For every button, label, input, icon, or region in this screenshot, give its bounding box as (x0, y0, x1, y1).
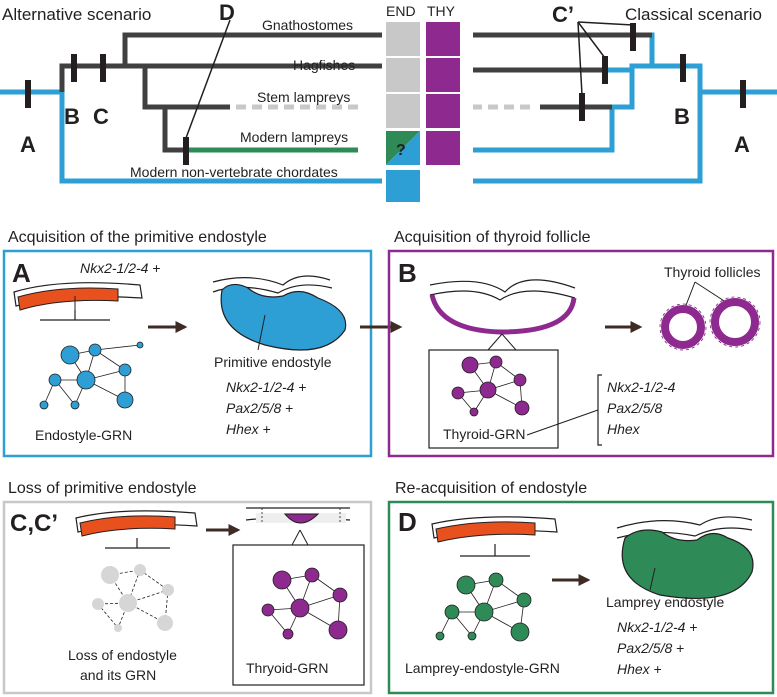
panel-b-gene-3: Hhex (607, 421, 641, 437)
right-tree (473, 32, 777, 184)
panel-c: Loss of primitive endostyle C,C’ Loss of… (2, 480, 373, 695)
marker-c-prime-label: C’ (552, 2, 574, 27)
marker-c-prime-1 (630, 23, 636, 51)
gene-bracket (597, 374, 602, 446)
panel-d-gene-3: Hhex + (617, 661, 662, 677)
column-end-header: END (386, 3, 416, 19)
endostyle-pointer (257, 314, 266, 351)
lamprey-grn-network (435, 572, 532, 642)
marker-c-left (100, 54, 106, 82)
panel-a-heading: Acquisition of the primitive endostyle (8, 229, 267, 246)
panel-a-gene-3: Hhex + (226, 421, 271, 437)
panel-d: Re-acquisition of endostyle D Lamprey-en… (387, 480, 775, 695)
panel-a: Acquisition of the primitive endostyle A… (2, 229, 373, 458)
lamprey-endostyle-label: Lamprey endostyle (606, 594, 725, 610)
marker-b-right (680, 54, 686, 82)
panel-b-frame (387, 249, 775, 458)
panel-d-gene-1: Nkx2-1/2-4 + (617, 619, 698, 635)
lamprey-endostyle (616, 516, 754, 600)
panel-a-gene-locus (13, 282, 143, 321)
phylogeny-section: Alternative scenario Classical scenario … (0, 0, 777, 202)
marker-a-right (740, 80, 746, 108)
taxon-non-vertebrate-chordates: Modern non-vertebrate chordates (130, 164, 338, 180)
marker-d-pointer (185, 19, 231, 139)
panel-c-heading: Loss of primitive endostyle (8, 480, 197, 497)
panel-c-letter: C,C’ (10, 510, 58, 537)
reduced-thyroid-tissue (245, 507, 351, 524)
loss-label-line-2: and its GRN (80, 667, 156, 683)
panel-b-heading: Acquisition of thyroid follicle (394, 229, 591, 246)
marker-b-right-label: B (674, 104, 690, 129)
column-thy-header: THY (427, 3, 456, 19)
panel-a-letter: A (12, 258, 31, 288)
marker-c-prime-2 (602, 56, 608, 84)
thyroid-gene-pointer (526, 409, 599, 436)
panel-d-gene-locus (431, 516, 558, 557)
panel-a-gene-label: Nkx2-1/2-4 + (80, 260, 161, 276)
right-scenario-title: Classical scenario (625, 5, 762, 24)
marker-b-left (71, 54, 77, 82)
thyroid-grn-label: Thyroid-GRN (443, 426, 525, 442)
panel-c-gene-locus (75, 510, 198, 549)
panel-b: Acquisition of thyroid follicle B Thyroi… (387, 229, 775, 458)
panel-c-thyroid-grn-network (261, 567, 348, 640)
thyroid-grn-network (451, 355, 530, 417)
taxon-gnathostomes: Gnathostomes (262, 17, 353, 33)
primitive-endostyle (212, 275, 347, 351)
taxon-modern-lampreys: Modern lampreys (240, 129, 348, 145)
panel-b-gene-2: Pax2/5/8 (607, 400, 662, 416)
primitive-endostyle-label: Primitive endostyle (214, 354, 332, 370)
thyroid-tissue (429, 279, 577, 335)
panel-d-gene-2: Pax2/5/8 + (617, 640, 684, 656)
loss-label-line-1: Loss of endostyle (68, 647, 177, 663)
panel-d-heading: Re-acquisition of endostyle (395, 480, 587, 497)
character-matrix (386, 22, 460, 202)
lost-grn-network (92, 564, 174, 632)
c-prime-pointers (577, 21, 634, 96)
panel-b-gene-1: Nkx2-1/2-4 (607, 379, 676, 395)
panel-c-grn-label: Thryoid-GRN (246, 660, 328, 676)
marker-d-label: D (219, 0, 235, 25)
marker-a-label: A (20, 132, 36, 157)
left-markers (25, 54, 189, 165)
uncertain-mark: ? (396, 142, 406, 159)
right-markers (579, 23, 746, 121)
thyroid-follicles-label: Thyroid follicles (664, 264, 760, 280)
marker-b-label: B (64, 104, 80, 129)
lamprey-grn-label: Lamprey-endostyle-GRN (405, 660, 560, 676)
panel-a-gene-1: Nkx2-1/2-4 + (226, 379, 307, 395)
marker-a-right-label: A (734, 132, 750, 157)
panel-c-frame (2, 500, 373, 695)
panel-a-gene-2: Pax2/5/8 + (226, 400, 293, 416)
thyroid-follicles (659, 296, 761, 351)
marker-c-label: C (93, 104, 109, 129)
panel-d-frame (387, 500, 775, 695)
taxon-stem-lampreys: Stem lampreys (257, 89, 350, 105)
left-tree (0, 32, 382, 184)
panel-d-letter: D (398, 507, 417, 537)
marker-d-left (183, 137, 189, 165)
marker-a-left (25, 80, 31, 108)
marker-c-prime-3 (579, 93, 585, 121)
panel-a-frame (2, 249, 373, 458)
endostyle-grn-network (39, 341, 144, 410)
panel-b-letter: B (398, 258, 417, 288)
endostyle-grn-label: Endostyle-GRN (35, 427, 132, 443)
taxon-hagfishes: Hagfishes (293, 57, 355, 73)
left-scenario-title: Alternative scenario (2, 5, 151, 24)
